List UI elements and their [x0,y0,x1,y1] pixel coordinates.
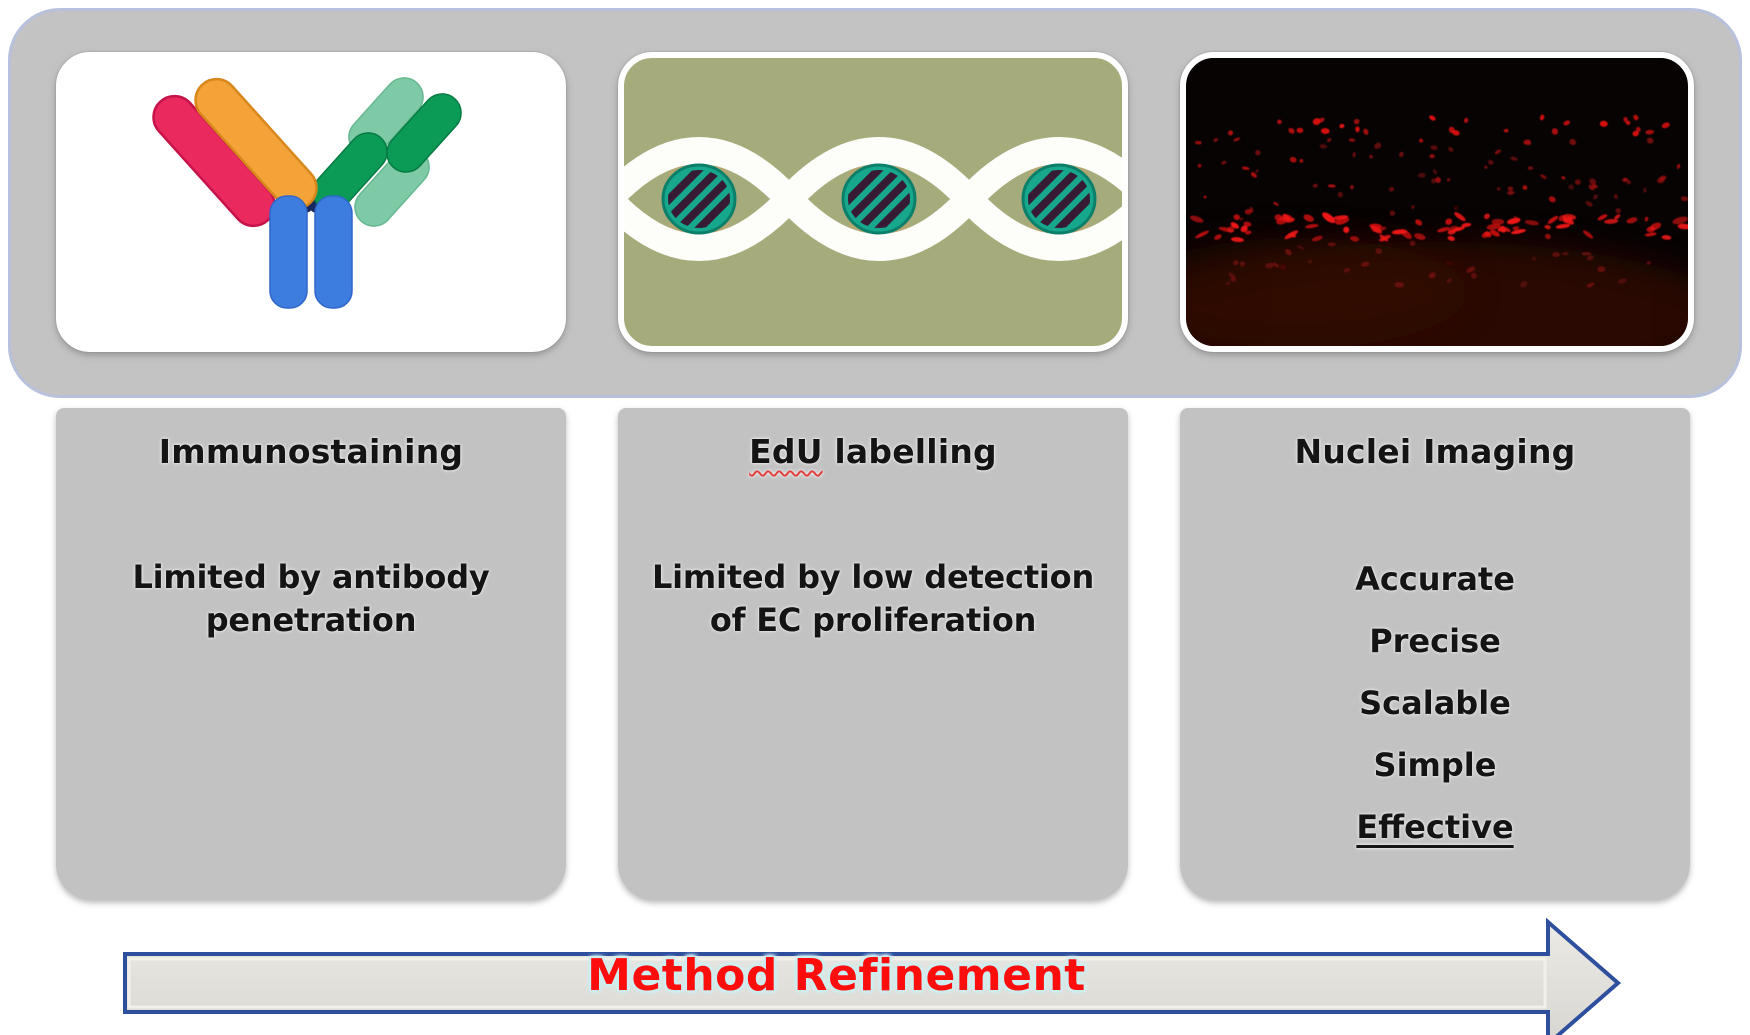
dna-edu-icon [624,137,1122,261]
arrow-inner-highlight [127,957,1547,1009]
card-title-nuclei-imaging: Nuclei Imaging [1294,432,1576,471]
nuclei-image-panel [1180,52,1694,352]
card-text-line: penetration [205,601,417,639]
immunostaining-card: Immunostaining Limited by antibody penet… [56,408,566,900]
card-title-edu-labelling: EdU labelling [618,432,1128,471]
edu-label-2 [841,163,917,235]
fluorescence-micrograph [1186,58,1688,346]
method-refinement-arrow [110,905,1640,1035]
misspelled-word: EdU [749,432,823,471]
antibody-icon [152,77,462,309]
card-text-edu: Limited by low detection of EC prolifera… [618,556,1128,642]
card-text-immunostaining: Limited by antibody penetration [56,556,566,642]
feature-list: Accurate Precise Scalable Simple Effecti… [1180,548,1690,858]
edu-label-3 [1021,163,1097,235]
micrograph-nuclei-dots [1189,114,1688,288]
arrow-label: Method Refinement [587,950,1086,1001]
feature-item-emphasized: Effective [1356,808,1514,846]
feature-item: Precise [1369,622,1501,660]
card-text-line: of EC proliferation [709,601,1037,639]
edu-label-1 [661,163,737,235]
micrograph-haze [1186,238,1688,346]
card-text-line: Limited by low detection [651,558,1095,596]
feature-item: Scalable [1359,684,1511,722]
edu-labelling-card: EdU labelling Limited by low detection o… [618,408,1128,900]
immunostaining-image-panel [56,52,566,352]
nuclei-imaging-card: Nuclei Imaging Accurate Precise Scalable… [1180,408,1690,900]
card-text-line: Limited by antibody [132,558,490,596]
edu-image-panel [618,52,1128,352]
feature-item: Accurate [1355,560,1515,598]
card-title-immunostaining: Immunostaining [158,432,464,471]
title-rest: labelling [834,432,997,471]
feature-item: Simple [1373,746,1497,784]
